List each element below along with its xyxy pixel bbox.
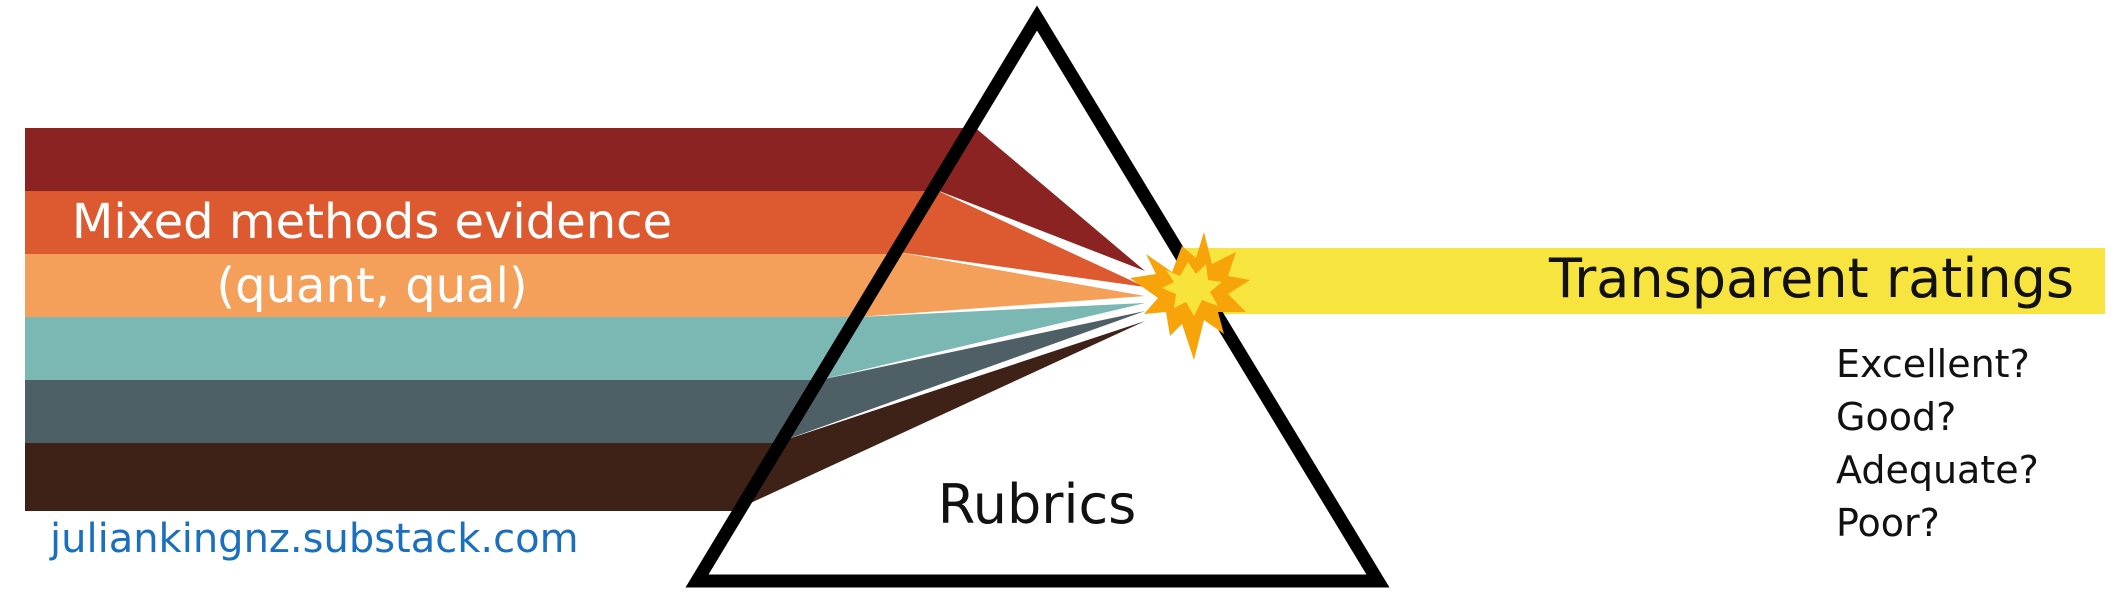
starburst	[1130, 232, 1250, 360]
rating-poor: Poor?	[1836, 501, 1940, 545]
ray-5	[782, 311, 1145, 441]
output-beam	[1175, 248, 2105, 314]
rating-adequate: Adequate?	[1836, 448, 2039, 492]
substack-link[interactable]: juliankingnz.substack.com	[49, 516, 579, 562]
ray-3	[858, 252, 1145, 317]
input-band-1	[25, 128, 1025, 192]
rating-list: Excellent? Good? Adequate? Poor?	[1836, 342, 2039, 545]
starburst-inner	[1162, 262, 1222, 316]
converging-rays	[744, 125, 1145, 506]
input-label-line1: Mixed methods evidence	[72, 194, 672, 250]
output-beam-label: Transparent ratings	[1548, 247, 2074, 310]
ray-4	[820, 303, 1145, 380]
ray-6	[744, 321, 1145, 506]
rating-good: Good?	[1836, 395, 1956, 439]
input-label-line2: (quant, qual)	[216, 258, 527, 314]
prism-label: Rubrics	[938, 473, 1137, 536]
ray-1	[934, 125, 1145, 271]
input-band-2	[25, 191, 1025, 255]
ray-2	[897, 189, 1145, 287]
rating-excellent: Excellent?	[1836, 342, 2030, 386]
